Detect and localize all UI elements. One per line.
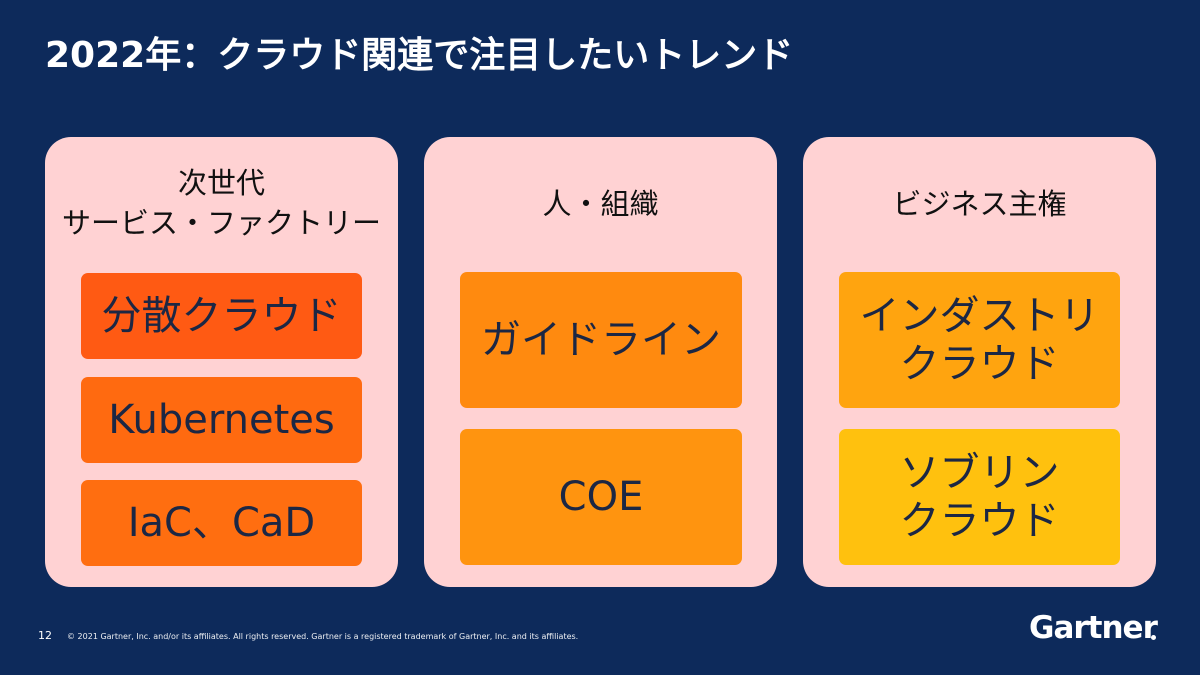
trend-item-label: COE [558, 474, 644, 520]
trend-item-industry-cloud: インダストリ クラウド [839, 272, 1120, 408]
copyright-notice: © 2021 Gartner, Inc. and/or its affiliat… [67, 632, 579, 641]
trend-item-guidelines: ガイドライン [460, 272, 742, 408]
trend-item-label: Kubernetes [108, 397, 335, 443]
trend-item-kubernetes: Kubernetes [81, 377, 362, 463]
trend-panel-next-generation-service-factory: 次世代 サービス・ファクトリー 分散クラウド Kubernetes IaC、Ca… [45, 137, 398, 587]
slide-page-number: 12 [38, 629, 52, 642]
trend-item-distributed-cloud: 分散クラウド [81, 273, 362, 359]
trend-item-sovereign-cloud: ソブリン クラウド [839, 429, 1120, 565]
trend-item-label: ガイドライン [481, 317, 721, 363]
trend-item-label: 分散クラウド [101, 293, 342, 339]
gartner-logo: Gartner [1029, 610, 1158, 646]
trend-item-iac-cad: IaC、CaD [81, 480, 362, 566]
trend-item-label: ソブリン クラウド [899, 450, 1060, 544]
trend-panel-people-organization: 人・組織 ガイドライン COE [424, 137, 777, 587]
slide-title: 2022年：クラウド関連で注目したいトレンド [45, 35, 794, 76]
trend-panel-business-sovereignty: ビジネス主権 インダストリ クラウド ソブリン クラウド [803, 137, 1156, 587]
panel-heading-people-organization: 人・組織 [542, 187, 659, 221]
trend-item-label: IaC、CaD [127, 500, 316, 546]
trend-item-coe: COE [460, 429, 742, 565]
panel-heading-business-sovereignty: ビジネス主権 [892, 187, 1067, 221]
panel-heading-next-generation-service-factory: 次世代 サービス・ファクトリー [61, 166, 381, 240]
trend-item-label: インダストリ クラウド [859, 293, 1100, 387]
gartner-logo-dot [1151, 635, 1156, 640]
